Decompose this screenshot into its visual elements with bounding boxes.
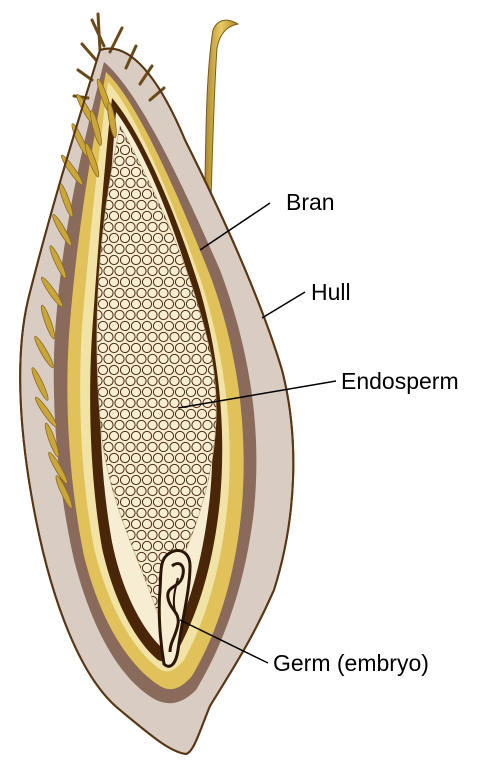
hull-leader-line bbox=[262, 292, 305, 318]
starch-cell bbox=[197, 123, 206, 132]
starch-cell bbox=[219, 189, 228, 198]
starch-cell bbox=[186, 123, 195, 132]
starch-cell bbox=[192, 134, 201, 143]
starch-cell bbox=[219, 123, 228, 132]
starch-cell bbox=[214, 178, 223, 187]
starch-cell bbox=[219, 167, 228, 176]
starch-cell bbox=[214, 134, 223, 143]
germ-label: Germ (embryo) bbox=[273, 650, 429, 676]
hull-label: Hull bbox=[311, 279, 351, 305]
starch-cell bbox=[219, 145, 228, 154]
bran-label: Bran bbox=[286, 189, 335, 215]
endosperm-label: Endosperm bbox=[341, 368, 459, 394]
starch-cell bbox=[214, 156, 223, 165]
